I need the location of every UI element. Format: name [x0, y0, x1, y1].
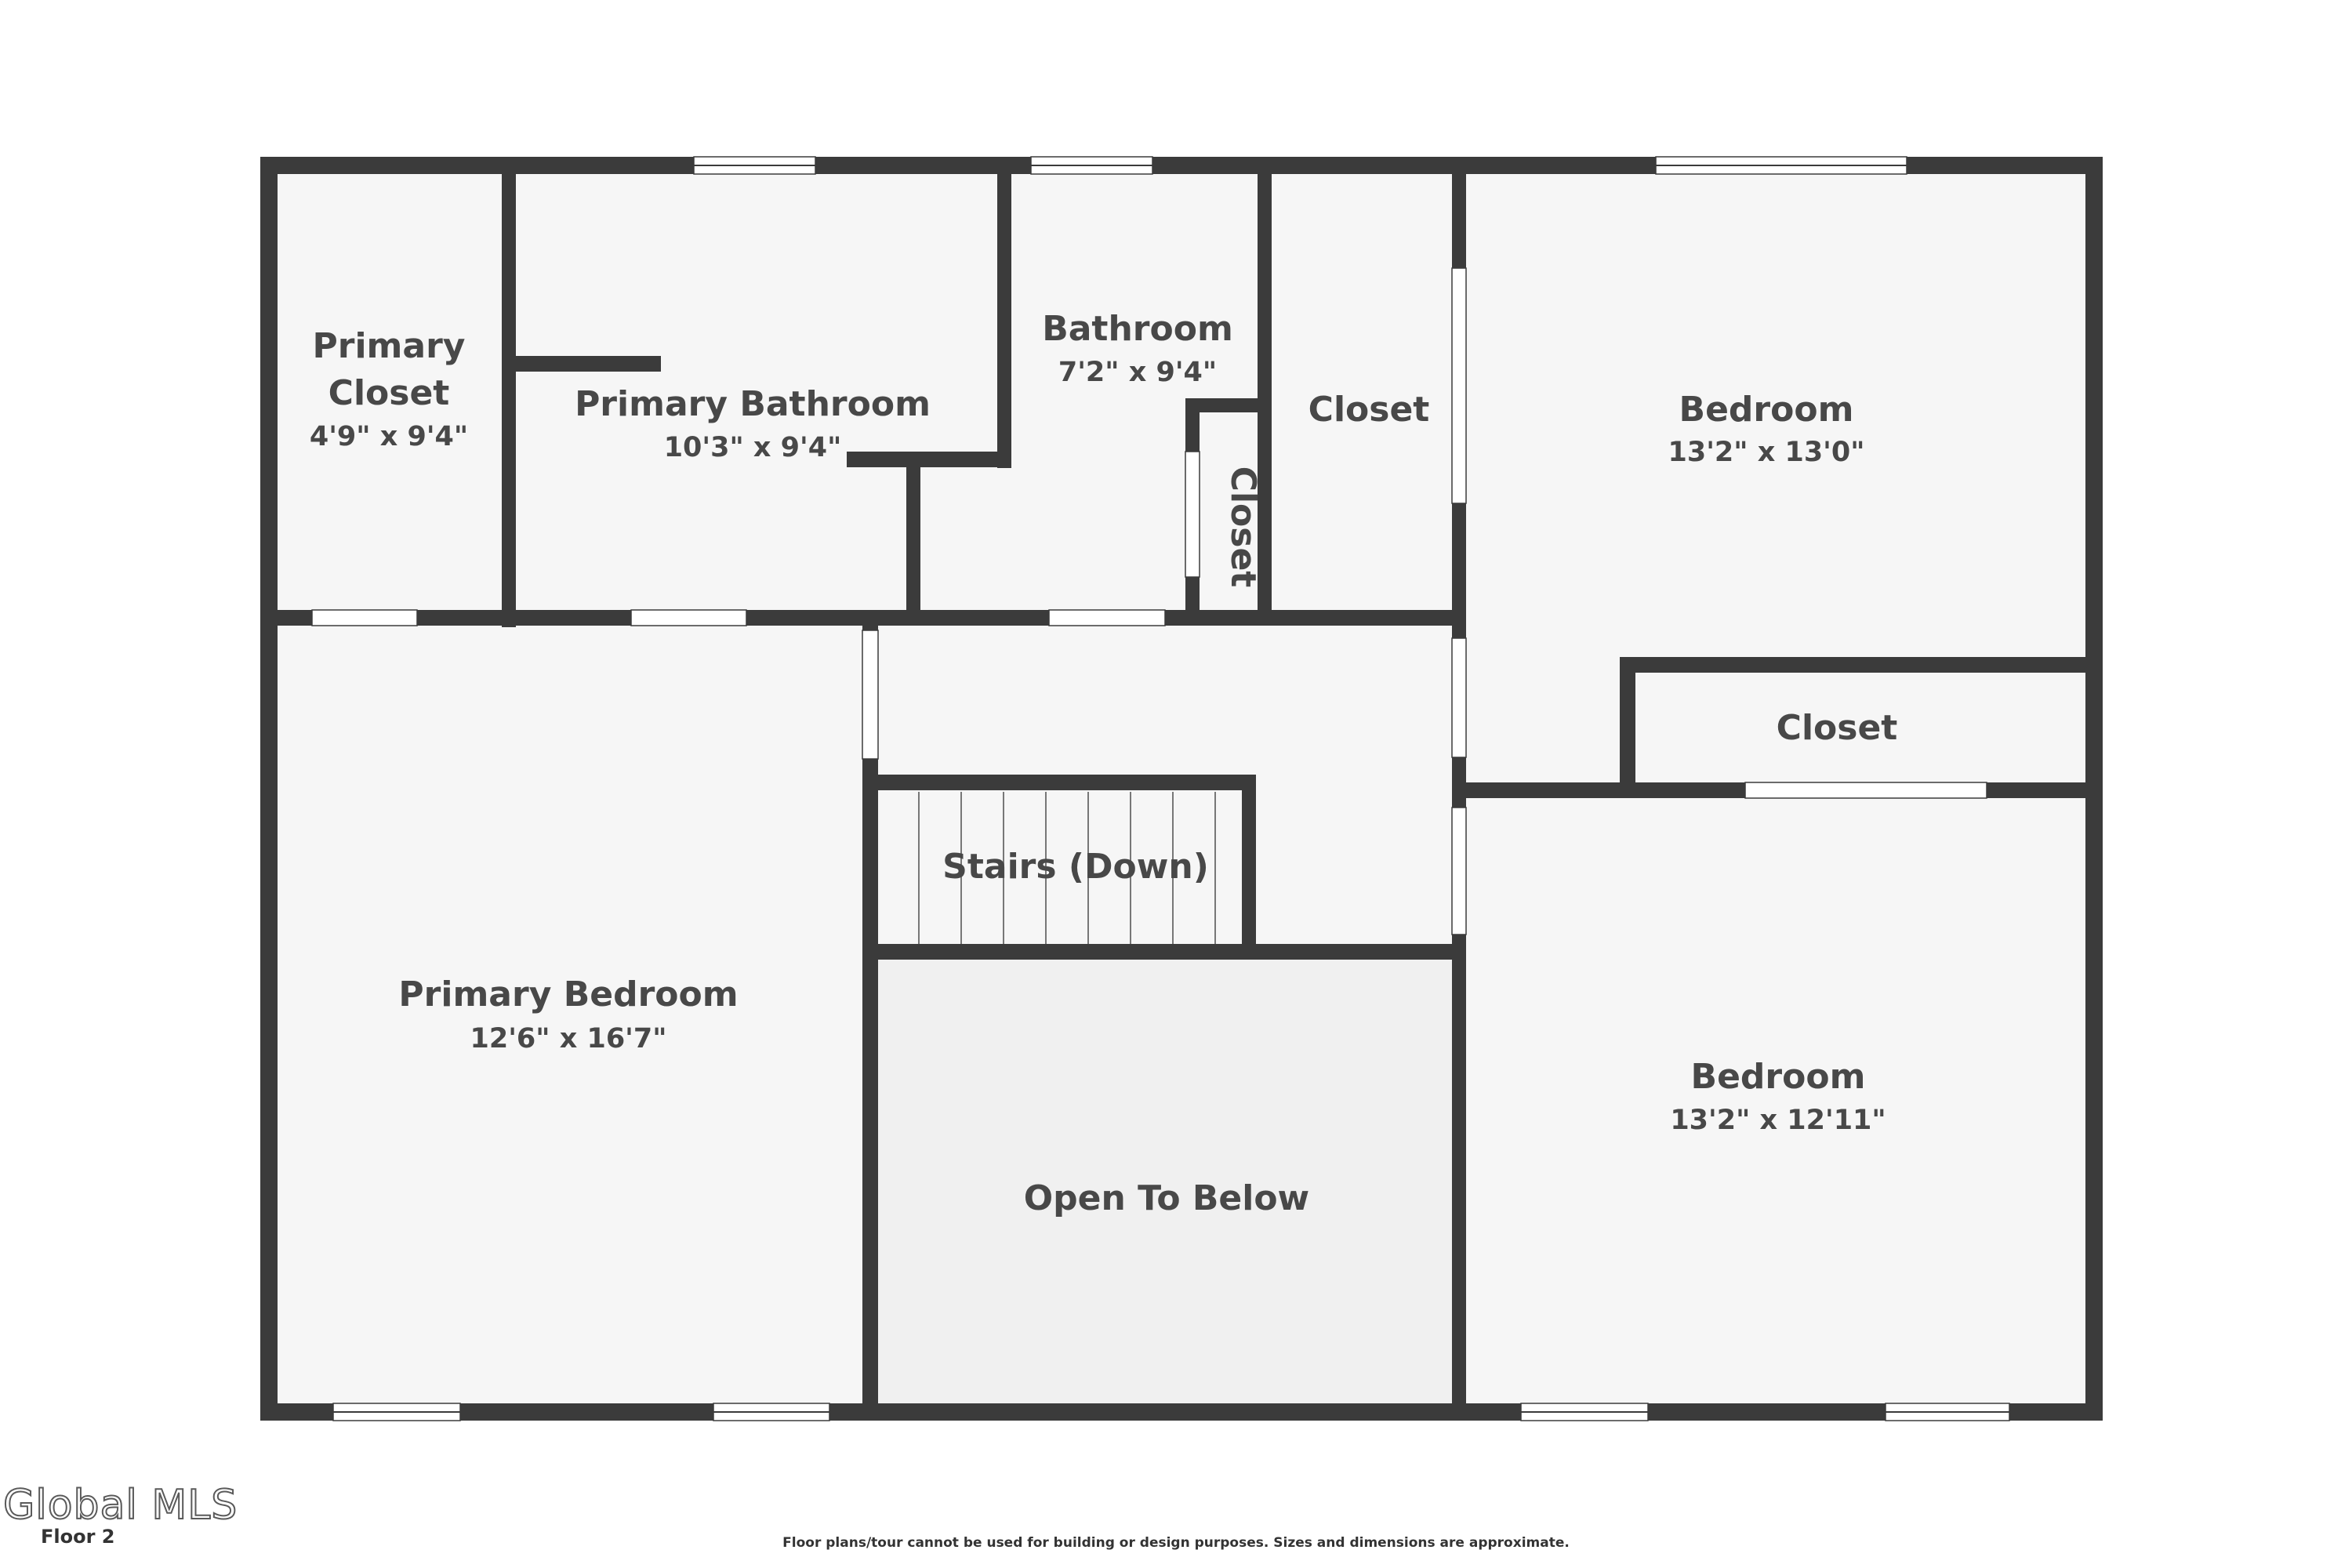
primary-closet-dimensions: 4'9" x 9'4": [310, 421, 468, 452]
primary-closet-name-line1: Primary: [313, 326, 466, 366]
door-openings: [311, 267, 1987, 935]
hall-closet-name: Closet: [1308, 390, 1430, 430]
bedroom-closet-name: Closet: [1777, 708, 1898, 748]
primary-bathroom-dimensions: 10'3" x 9'4": [664, 432, 842, 463]
room-labels: Primary Closet 4'9" x 9'4" Primary Bathr…: [310, 309, 1897, 1218]
bathroom-name: Bathroom: [1042, 309, 1233, 349]
stair-treads: [918, 792, 1216, 944]
primary-bedroom-name: Primary Bedroom: [398, 975, 738, 1014]
windows: [332, 156, 2010, 1421]
open-to-below-name: Open To Below: [1024, 1178, 1309, 1218]
global-mls-logo: Global MLS: [2, 1481, 238, 1530]
bedroom-1-dimensions: 13'2" x 13'0": [1668, 437, 1865, 468]
open-to-below-fill: [877, 958, 1458, 1414]
primary-bathroom-name: Primary Bathroom: [575, 384, 931, 424]
disclaimer-text: Floor plans/tour cannot be used for buil…: [782, 1535, 1570, 1551]
bedroom-2-dimensions: 13'2" x 12'11": [1670, 1105, 1886, 1136]
primary-closet-name-line2: Closet: [328, 373, 450, 413]
bedroom-2-name: Bedroom: [1691, 1057, 1866, 1097]
primary-bedroom-dimensions: 12'6" x 16'7": [470, 1023, 667, 1054]
bedroom-1-name: Bedroom: [1679, 390, 1854, 430]
floor-label: Floor 2: [41, 1526, 115, 1548]
small-closet-name: Closet: [1223, 466, 1263, 588]
stairs-name: Stairs (Down): [942, 847, 1209, 887]
bathroom-dimensions: 7'2" x 9'4": [1058, 357, 1217, 388]
